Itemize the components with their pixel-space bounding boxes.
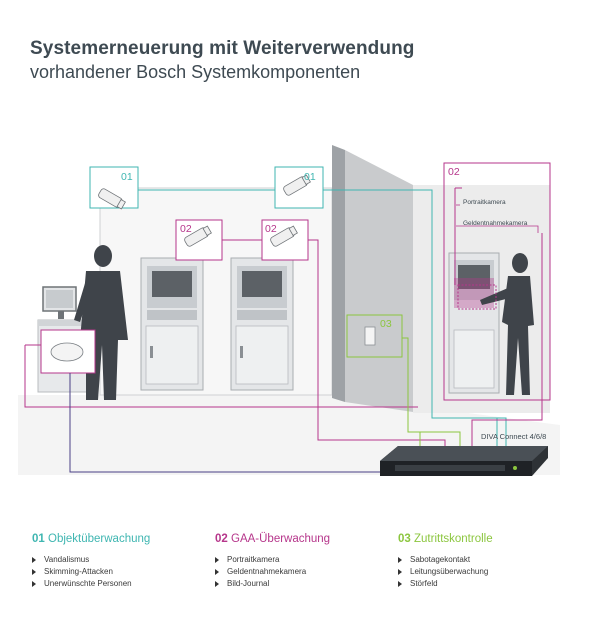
dome-camera-icon <box>50 342 84 362</box>
money-camera-label: Geldentnahmekamera <box>463 220 528 227</box>
page-title: Systemerneuerung mit Weiterverwendung <box>30 38 415 59</box>
legend-title: Objektüberwachung <box>48 533 151 545</box>
page-subtitle: vorhandener Bosch Systemkomponenten <box>30 62 361 82</box>
legend-heading: 01 Objektüberwachung <box>32 533 150 545</box>
legend-item-text: Unerwünschte Personen <box>44 579 132 588</box>
legend-item: Bild-Journal <box>215 578 330 590</box>
bullet-triangle-icon <box>398 556 402 563</box>
atm-machine-3 <box>448 252 500 394</box>
cable-zutritt <box>402 337 461 452</box>
legend-zutrittskontrolle: 03 Zutrittskontrolle Sabotagekontakt Lei… <box>398 533 493 590</box>
legend-item-text: Portraitkamera <box>227 555 280 564</box>
bullet-triangle-icon <box>32 580 36 587</box>
legend-number: 01 <box>32 533 45 545</box>
camera-label-02-left: 02 <box>180 223 192 235</box>
legend-item-text: Vandalismus <box>44 555 90 564</box>
cable-objekt <box>138 189 507 452</box>
legend-heading: 02 GAA-Überwachung <box>215 533 330 545</box>
camera-label-02-right: 02 <box>265 223 277 235</box>
bullet-triangle-icon <box>32 556 36 563</box>
bullet-triangle-icon <box>398 568 402 575</box>
legend-item: Geldentnahmekamera <box>215 566 330 578</box>
gaa-zone-frame <box>443 162 551 401</box>
legend-number: 02 <box>215 533 228 545</box>
bullet-triangle-icon <box>215 580 219 587</box>
partition-edge <box>332 145 345 402</box>
back-wall <box>99 187 333 396</box>
legend-item-text: Sabotagekontakt <box>410 555 471 564</box>
atm-machine-2 <box>230 257 294 391</box>
legend-item-text: Skimming-Attacken <box>44 567 113 576</box>
access-control-frame <box>346 314 403 358</box>
legend-item: Störfeld <box>398 578 493 590</box>
legend-item: Unerwünschte Personen <box>32 578 150 590</box>
bullet-triangle-icon <box>398 580 402 587</box>
legend-item: Leitungsüberwachung <box>398 566 493 578</box>
legend-item-text: Leitungsüberwachung <box>410 567 489 576</box>
legend-number: 03 <box>398 533 411 545</box>
cable-gaa <box>24 187 543 453</box>
legend-item: Portraitkamera <box>215 554 330 566</box>
legend-item-text: Bild-Journal <box>227 579 270 588</box>
legend-heading: 03 Zutrittskontrolle <box>398 533 493 545</box>
legend-item: Sabotagekontakt <box>398 554 493 566</box>
legend-title: Zutrittskontrolle <box>414 533 493 545</box>
access-sensor-icon <box>364 326 376 346</box>
atm-machine-1 <box>140 257 204 391</box>
legend-item-text: Geldentnahmekamera <box>227 567 307 576</box>
legend-item: Skimming-Attacken <box>32 566 150 578</box>
bullet-triangle-icon <box>215 556 219 563</box>
recorder-label: DIVA Connect 4/6/8 <box>481 432 547 441</box>
zone-label-03: 03 <box>380 318 392 330</box>
annotation-pointers <box>456 204 539 233</box>
legend-title: GAA-Überwachung <box>231 533 331 545</box>
zone-label-02: 02 <box>448 166 460 178</box>
bullet-camera-icon <box>98 174 311 247</box>
legend-gaa-ueberwachung: 02 GAA-Überwachung Portraitkamera Gelden… <box>215 533 330 590</box>
money-camera-area <box>457 284 497 310</box>
camera-label-01-left: 01 <box>121 171 133 183</box>
partition-wall <box>345 150 413 412</box>
bullet-triangle-icon <box>215 568 219 575</box>
person-silhouette-right <box>480 253 534 395</box>
legend-item-text: Störfeld <box>410 579 438 588</box>
camera-label-01-right: 01 <box>304 171 316 183</box>
bullet-triangle-icon <box>32 568 36 575</box>
legend-objektueberwachung: 01 Objektüberwachung Vandalismus Skimmin… <box>32 533 150 590</box>
portrait-camera-label: Portraitkamera <box>463 199 506 206</box>
legend-item: Vandalismus <box>32 554 150 566</box>
recorder-device <box>380 446 548 476</box>
cable-dome <box>69 373 388 473</box>
